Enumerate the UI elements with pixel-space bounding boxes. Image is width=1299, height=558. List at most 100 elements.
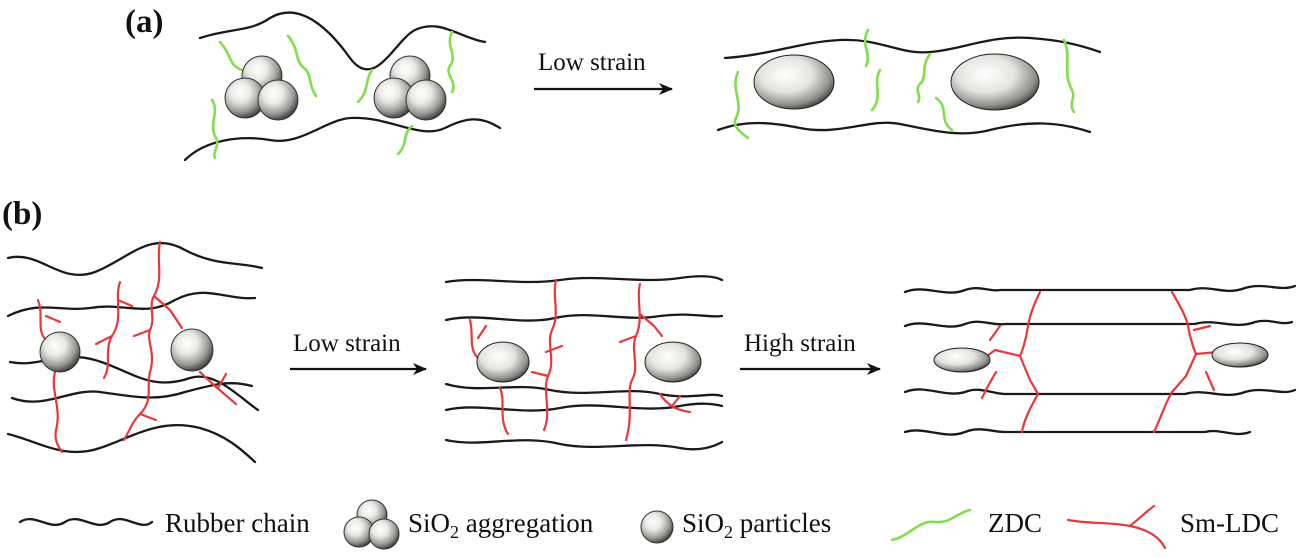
sio2-particle bbox=[753, 54, 835, 110]
zdc-segment bbox=[870, 68, 882, 112]
zdc-segment bbox=[396, 124, 414, 156]
legend-label-sio2-particles: SiO2 particles bbox=[682, 508, 831, 542]
zdc-swatch bbox=[890, 508, 972, 542]
legend-item-rubber-chain: Rubber chain bbox=[18, 508, 310, 538]
legend-item-sio2-particles: SiO2 particles bbox=[640, 508, 831, 544]
sm-ldc-crosslink bbox=[94, 334, 114, 346]
sm-ldc-crosslink bbox=[988, 324, 1002, 342]
sio2-particle bbox=[644, 341, 702, 383]
sm-ldc-crosslink bbox=[122, 240, 162, 442]
zdc-segment bbox=[286, 34, 318, 98]
sm-ldc-crosslink bbox=[138, 412, 158, 422]
legend-item-zdc: ZDC bbox=[890, 508, 1042, 542]
rubber-chain bbox=[903, 284, 1297, 294]
sm-ldc-crosslink bbox=[1152, 390, 1174, 434]
panel-b-label: (b) bbox=[2, 196, 42, 232]
sm-ldc-crosslink bbox=[116, 298, 134, 308]
rubber-chain bbox=[6, 291, 257, 318]
sm-ldc-crosslink bbox=[1170, 290, 1198, 356]
sio2-particle bbox=[1211, 342, 1269, 368]
sm-ldc-crosslink bbox=[670, 394, 682, 408]
rubber-chain-bottom bbox=[183, 116, 502, 162]
sm-ldc-crosslink bbox=[1020, 392, 1040, 434]
zdc-segment bbox=[218, 40, 244, 72]
rubber-chain-bottom bbox=[716, 121, 1092, 135]
panel-a: (a) Low strain bbox=[125, 4, 1102, 162]
sio2-particle bbox=[39, 331, 81, 373]
sm-ldc-crosslink bbox=[1204, 370, 1216, 392]
sio2-particle-swatch bbox=[640, 510, 674, 544]
sm-ldc-crosslink bbox=[638, 312, 664, 338]
arrow-label-low-strain: Low strain bbox=[538, 49, 646, 76]
rubber-chain bbox=[444, 382, 724, 398]
sm-ldc-crosslink bbox=[476, 324, 488, 340]
rubber-chain bbox=[903, 319, 1294, 328]
panel-a-strained-state bbox=[716, 28, 1102, 140]
rubber-chain bbox=[903, 428, 1252, 436]
zdc-segment bbox=[733, 70, 750, 140]
rubber-chain bbox=[444, 275, 724, 284]
sm-ldc-crosslink bbox=[980, 370, 998, 400]
sm-ldc-crosslink bbox=[36, 298, 48, 342]
arrow-label-low-strain: Low strain bbox=[293, 330, 401, 357]
sio2-particle bbox=[950, 53, 1040, 111]
zdc-segment bbox=[934, 96, 954, 132]
zdc-segment bbox=[447, 30, 455, 94]
zdc-segment bbox=[210, 98, 219, 160]
arrow-label-high-strain: High strain bbox=[744, 330, 856, 357]
rubber-chain bbox=[6, 423, 257, 464]
legend-label-sio2-aggregation: SiO2 aggregation bbox=[408, 508, 594, 542]
sm-ldc-crosslink bbox=[1018, 354, 1040, 396]
legend-label-sm-ldc: Sm-LDC bbox=[1180, 508, 1279, 538]
panel-a-label: (a) bbox=[125, 4, 163, 40]
rubber-chain bbox=[903, 388, 1297, 396]
rubber-chain-swatch bbox=[18, 518, 154, 526]
panel-b: (b) Low strain bbox=[2, 196, 1297, 464]
panel-b-high-strain-arrow: High strain bbox=[740, 330, 881, 375]
sio2-particle bbox=[476, 341, 530, 383]
sm-ldc-crosslink bbox=[468, 318, 480, 360]
legend-item-sm-ldc: Sm-LDC bbox=[1066, 504, 1279, 550]
sm-ldc-crosslink bbox=[152, 294, 184, 330]
sm-ldc-crosslink bbox=[618, 334, 638, 344]
sm-ldc-crosslink bbox=[544, 344, 564, 354]
zdc-segment bbox=[863, 28, 870, 68]
rubber-chain-top bbox=[198, 11, 487, 71]
sio2-aggregation bbox=[224, 55, 299, 121]
zdc-segment bbox=[1062, 38, 1076, 114]
sm-ldc-crosslink bbox=[624, 282, 642, 442]
sio2-particle bbox=[170, 328, 214, 372]
panel-b-initial-state bbox=[6, 240, 264, 464]
rubber-chain bbox=[444, 313, 724, 322]
rubber-chain bbox=[444, 402, 724, 412]
sio2-aggregation bbox=[373, 55, 447, 121]
sm-ldc-crosslink bbox=[530, 370, 550, 378]
sio2-particle bbox=[933, 347, 991, 373]
legend-label-rubber-chain: Rubber chain bbox=[165, 508, 310, 538]
sm-ldc-crosslink bbox=[1018, 290, 1042, 358]
rubber-chain bbox=[444, 438, 724, 451]
panel-a-initial-state bbox=[183, 11, 502, 162]
sm-ldc-crosslink bbox=[498, 386, 510, 436]
rubber-chain-top bbox=[723, 36, 1102, 60]
panel-b-low-strain-state bbox=[444, 275, 724, 451]
zdc-segment bbox=[356, 68, 374, 104]
rubber-chain bbox=[6, 241, 264, 277]
sm-ldc-crosslink bbox=[1170, 352, 1198, 394]
legend-label-zdc: ZDC bbox=[988, 508, 1042, 538]
sm-ldc-crosslink bbox=[52, 370, 64, 454]
legend-item-sio2-aggregation: SiO2 aggregation bbox=[343, 499, 594, 550]
sm-ldc-swatch bbox=[1066, 518, 1167, 550]
sio2-aggregation-swatch bbox=[343, 499, 400, 550]
sm-ldc-crosslink bbox=[542, 278, 558, 432]
sm-ldc-crosslink bbox=[1192, 324, 1212, 332]
panel-b-low-strain-arrow: Low strain bbox=[290, 330, 427, 375]
sm-ldc-crosslink bbox=[132, 328, 152, 338]
panel-b-high-strain-state bbox=[903, 284, 1297, 436]
sm-ldc-crosslink bbox=[216, 372, 228, 390]
panel-a-low-strain-arrow: Low strain bbox=[534, 49, 673, 95]
sm-ldc-crosslink bbox=[44, 314, 62, 324]
legend: Rubber chain SiO2 aggregation SiO2 parti… bbox=[18, 499, 1279, 550]
sm-ldc-swatch-branch bbox=[1128, 504, 1156, 528]
